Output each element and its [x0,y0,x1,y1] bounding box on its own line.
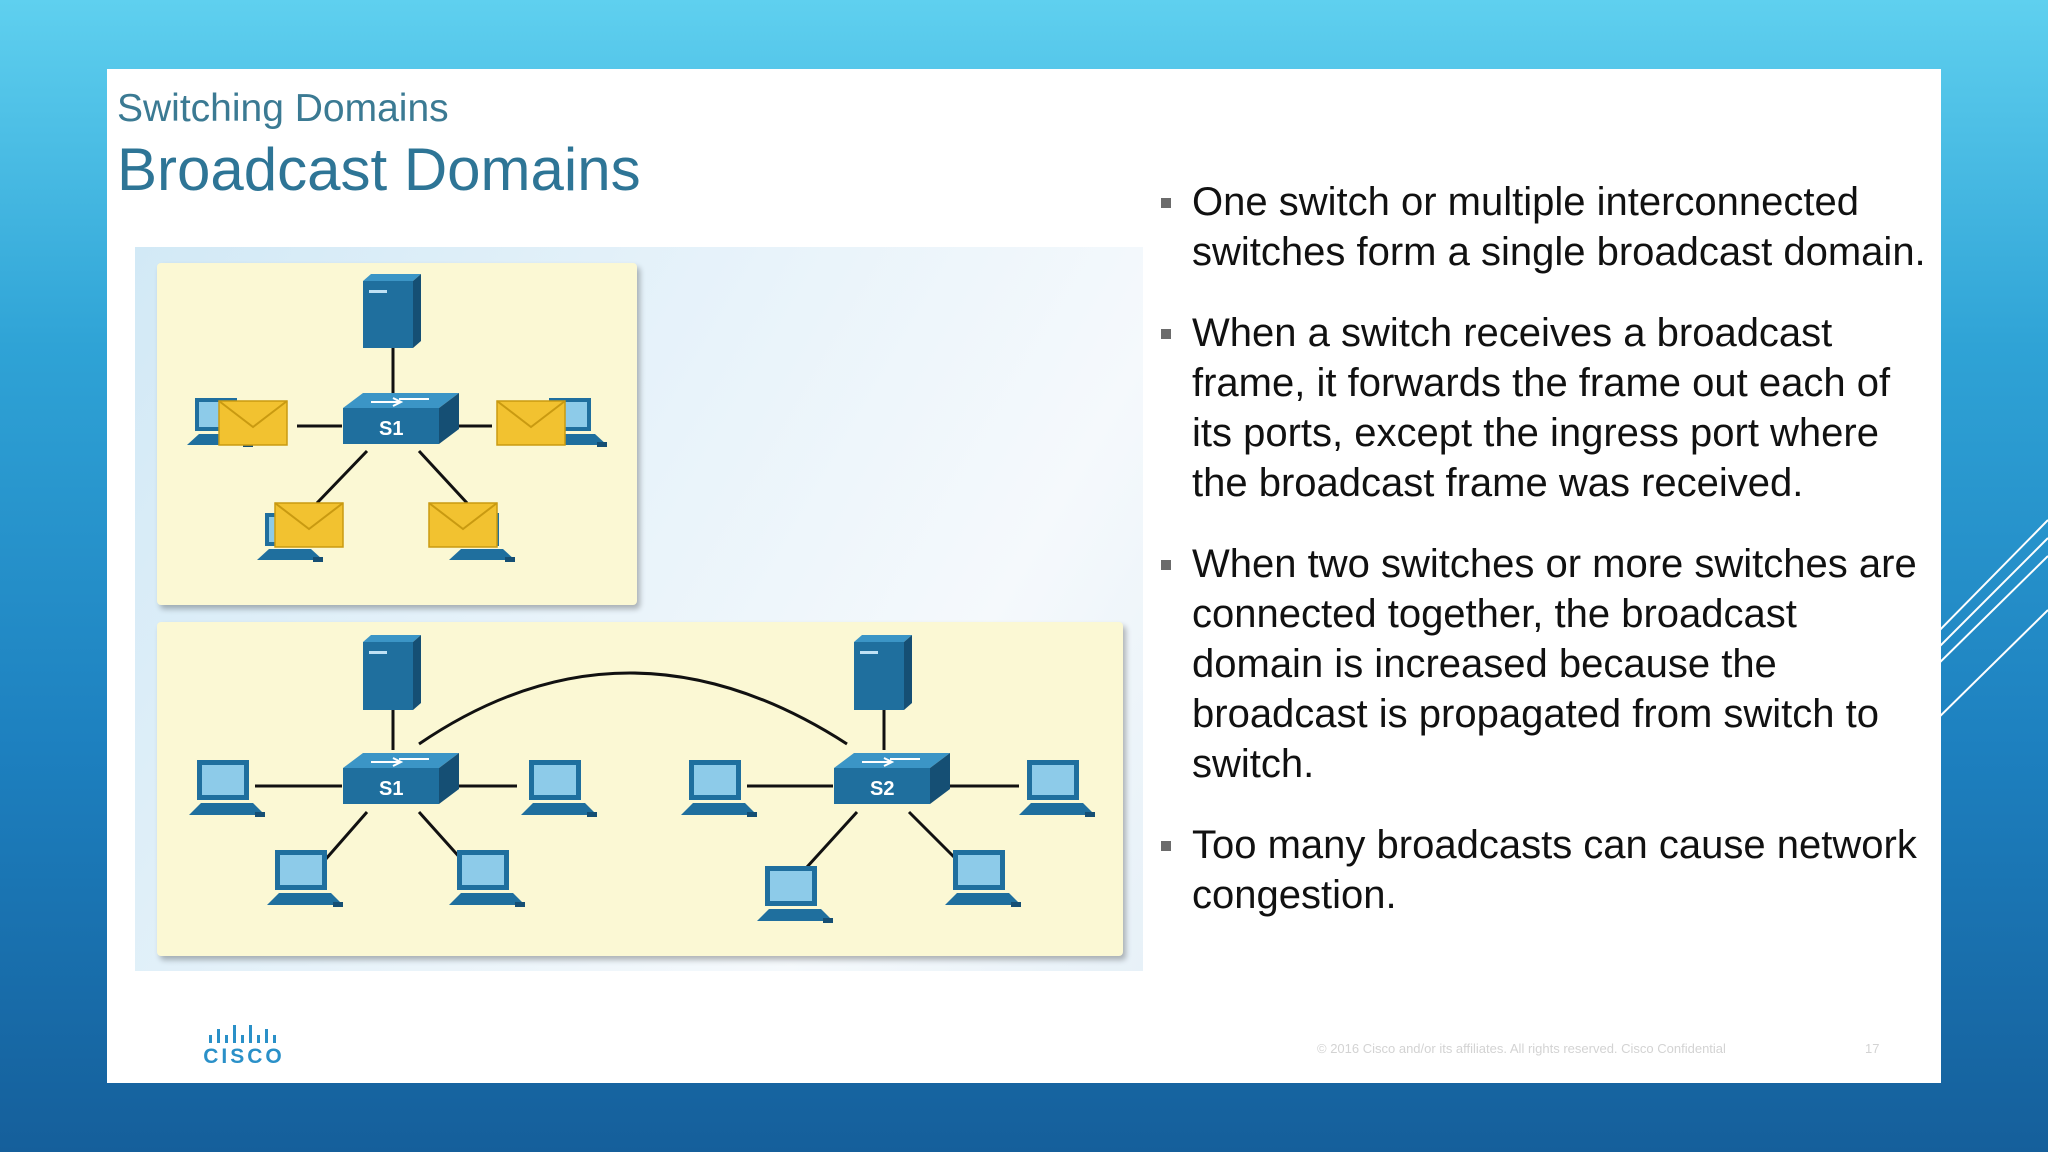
pc-icon [189,760,265,817]
slide: Switching Domains Broadcast Domains [107,69,1941,1083]
bullet-item: Too many broadcasts can cause network co… [1157,820,1927,920]
server-icon [854,635,912,710]
switch-label: S1 [379,418,403,440]
cisco-bars-icon [209,1025,276,1043]
switch-icon: S1 [343,393,459,444]
switch-icon: S1 [343,753,459,804]
server-icon [363,274,421,348]
cisco-logo-text: CISCO [203,1045,285,1068]
pc-icon [521,760,597,817]
single-switch-panel: S1 [157,263,637,605]
pc-icon [1019,760,1095,817]
two-switch-panel: S1 S2 [157,622,1123,956]
pc-icon [945,850,1021,907]
switch-icon: S2 [834,753,950,804]
bullet-item: When two switches or more switches are c… [1157,539,1927,789]
envelope-icon [428,502,498,548]
footer-copyright: © 2016 Cisco and/or its affiliates. All … [1317,1041,1726,1056]
bullet-marker [1161,198,1171,208]
pc-icon [681,760,757,817]
slide-title: Broadcast Domains [117,136,641,203]
envelope-icon [274,502,344,548]
bullet-marker [1161,560,1171,570]
bullet-marker [1161,841,1171,851]
bullet-list: One switch or multiple interconnected sw… [1157,177,1927,951]
slide-subtitle: Switching Domains [117,87,449,130]
bullet-marker [1161,329,1171,339]
decorative-lines [1930,519,2048,727]
switch-label: S2 [870,778,894,800]
bullet-item: When a switch receives a broadcast frame… [1157,308,1927,508]
page-number: 17 [1865,1041,1880,1056]
switch-label: S1 [379,778,403,800]
envelope-icon [218,400,288,446]
envelope-icon [496,400,566,446]
pc-icon [449,850,525,907]
pc-icon [267,850,343,907]
network-diagram: S1 [135,247,1143,971]
server-icon [363,635,421,710]
bullet-item: One switch or multiple interconnected sw… [1157,177,1927,277]
pc-icon [757,866,833,923]
cisco-logo: CISCO [199,1023,289,1073]
